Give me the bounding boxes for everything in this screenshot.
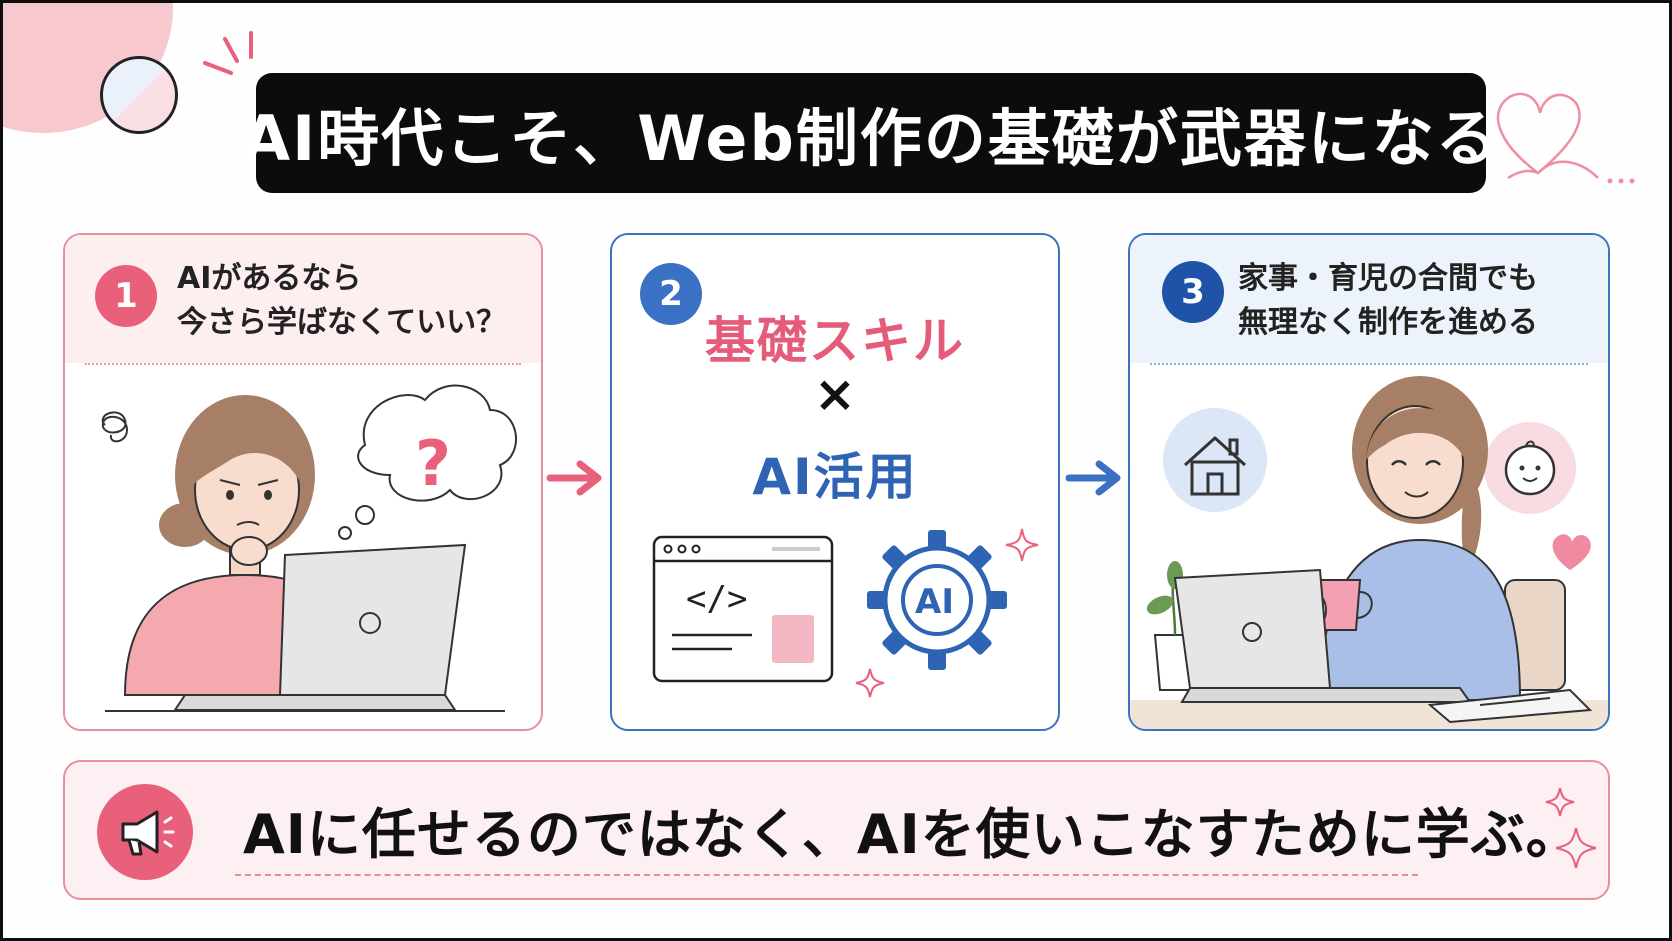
basic-skill-label: 基礎スキル bbox=[705, 312, 965, 370]
heart-outline-icon bbox=[1496, 92, 1635, 184]
accent-lines-icon bbox=[203, 31, 253, 75]
panel-heading: 家事・育児の合間でも 無理なく制作を進める bbox=[1238, 257, 1538, 345]
key-message: AIに任せるのではなく、AIを使いこなすために学ぶ。 bbox=[243, 803, 1581, 866]
page-title: AI時代こそ、Web制作の基礎が武器になる bbox=[242, 102, 1500, 175]
panel-heading-line: 無理なく制作を進める bbox=[1238, 305, 1538, 340]
panel-heading-line: AIがあるなら bbox=[177, 261, 362, 296]
house-icon bbox=[1163, 408, 1267, 512]
panel-heading-line: 今さら学ばなくていい？ bbox=[177, 305, 507, 340]
sparkle-icon bbox=[1005, 528, 1039, 562]
step-number: 2 bbox=[640, 263, 702, 325]
ai-usage-label: AI活用 bbox=[752, 448, 918, 506]
code-tag-text: </> bbox=[686, 579, 747, 619]
divider bbox=[1150, 363, 1588, 365]
message-banner: AIに任せるのではなく、AIを使いこなすために学ぶ。 bbox=[63, 760, 1610, 900]
decorative-circle bbox=[100, 56, 178, 134]
panel-heading: AIがあるなら 今さら学ばなくていい？ bbox=[177, 257, 506, 345]
code-window-icon: </> bbox=[652, 535, 834, 683]
question-mark: ? bbox=[415, 427, 451, 500]
worried-woman-illustration: ? bbox=[101, 384, 517, 712]
panel-balance: 3 家事・育児の合間でも 無理なく制作を進める bbox=[1128, 233, 1610, 731]
message-underline bbox=[235, 874, 1418, 876]
step-number: 3 bbox=[1162, 261, 1224, 323]
title-banner: AI時代こそ、Web制作の基礎が武器になる bbox=[242, 73, 1498, 193]
megaphone-icon bbox=[97, 784, 193, 880]
sparkle-icon bbox=[1545, 787, 1597, 869]
step-number: 1 bbox=[95, 265, 157, 327]
smiling-woman-illustration bbox=[1130, 376, 1608, 729]
panel-skill-ai: 2 基礎スキル × AI活用 </> bbox=[610, 233, 1060, 731]
sparkle-icon bbox=[855, 668, 885, 698]
ai-gear-label: AI bbox=[915, 582, 954, 622]
panel-heading-line: 家事・育児の合間でも bbox=[1238, 261, 1538, 296]
heart-icon bbox=[1552, 534, 1591, 570]
panel-question: 1 AIがあるなら 今さら学ばなくていい？ bbox=[63, 233, 543, 731]
arrow-right-icon bbox=[546, 460, 602, 496]
divider bbox=[85, 363, 521, 365]
times-symbol: × bbox=[814, 365, 856, 423]
arrow-right-icon bbox=[1065, 460, 1121, 496]
ai-gear-icon: AI bbox=[867, 530, 1007, 670]
baby-icon bbox=[1484, 422, 1576, 514]
